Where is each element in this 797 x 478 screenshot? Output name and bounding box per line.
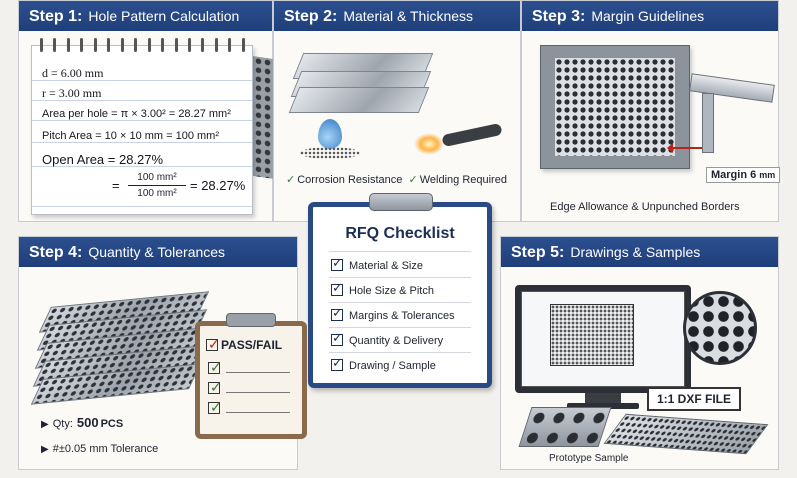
step1-header: Step 1:Hole Pattern Calculation: [19, 1, 272, 31]
magnified-holes-icon: [683, 291, 757, 365]
monitor-stand-icon: [585, 393, 621, 405]
open-area-line: Open Area = 28.27%: [42, 152, 164, 167]
welding-torch-icon: [441, 122, 503, 148]
step2-header: Step 2:Material & Thickness: [274, 1, 520, 31]
fraction-numerator: 100 mm²: [137, 172, 177, 183]
checklist-row: ✓: [208, 359, 290, 376]
fraction-result: = 28.27%: [190, 178, 246, 193]
checkbox-checked-icon: [331, 355, 343, 371]
sample-block-image: [518, 407, 612, 447]
prototype-label: Prototype Sample: [549, 453, 629, 464]
checkbox-checked-icon: [331, 280, 343, 296]
checkbox-checked-icon: [331, 255, 343, 271]
rfq-item: Material & Size: [331, 255, 423, 272]
water-drop-icon: [318, 119, 342, 149]
rfq-item: Margins & Tolerances: [331, 305, 455, 322]
step3-header: Step 3:Margin Guidelines: [522, 1, 778, 31]
material-properties: ✓Corrosion Resistance ✓Welding Required: [286, 173, 507, 186]
fraction-denominator: 100 mm²: [137, 188, 177, 199]
pass-fail-label: ✓PASS/FAIL: [206, 336, 283, 352]
checkbox-checked-icon: [331, 330, 343, 346]
margin-label: Margin 6 mm: [706, 167, 781, 183]
perforated-panel-image: [540, 45, 690, 169]
pass-fail-clipboard: ✓PASS/FAIL ✓ ✓ ✓: [195, 313, 307, 439]
rfq-item: Drawing / Sample: [331, 355, 436, 372]
monitor-base-icon: [567, 403, 639, 409]
check-icon: ✓: [408, 174, 418, 186]
checklist-row: ✓: [208, 379, 290, 396]
cad-drawing-image: [550, 304, 634, 366]
equals-sign: =: [112, 178, 120, 193]
diameter-line: d = 6.00 mm: [42, 66, 104, 80]
rfq-item: Hole Size & Pitch: [331, 280, 434, 297]
clipboard-clip-icon: [226, 313, 276, 327]
corrosion-label: Corrosion Resistance: [297, 174, 403, 186]
dxf-file-label: 1:1 DXF FILE: [647, 387, 742, 411]
radius-line: r = 3.00 mm: [42, 86, 102, 100]
step2-panel: Step 2:Material & Thickness ✓Corrosion R…: [273, 0, 521, 222]
margin-arrow-icon: [667, 143, 702, 153]
step3-panel: Step 3:Margin Guidelines Margin 6 mm Edg…: [521, 0, 781, 222]
monitor-icon: [515, 285, 691, 393]
prototype-sheet-image: [603, 413, 769, 455]
pitch-area-line: Pitch Area = 10 × 10 mm = 100 mm²: [42, 130, 219, 142]
rfq-title: RFQ Checklist: [345, 225, 455, 242]
step1-panel: Step 1:Hole Pattern Calculation d = 6.00…: [18, 0, 275, 222]
check-icon: ✓: [286, 174, 296, 186]
caliper-jaw-icon: [702, 93, 714, 153]
clipboard-clip-icon: [369, 193, 433, 211]
open-area-fraction: 100 mm² 100 mm²: [128, 172, 186, 199]
checklist-row: ✓: [208, 399, 290, 416]
weld-spark-icon: [414, 133, 444, 155]
rfq-checklist: RFQ Checklist Material & Size Hole Size …: [308, 193, 492, 388]
step4-panel: Step 4:Quantity & Tolerances ✓PASS/FAIL …: [18, 236, 307, 470]
step5-header: Step 5:Drawings & Samples: [501, 237, 778, 267]
checkbox-checked-icon: [331, 305, 343, 321]
margin-caption: Edge Allowance & Unpunched Borders: [550, 201, 740, 213]
rust-particles-icon: [300, 147, 360, 159]
step4-header: Step 4:Quantity & Tolerances: [19, 237, 297, 267]
tolerance-line: ▶#±0.05 mm Tolerance: [41, 443, 159, 455]
metal-plate-image: [288, 87, 430, 113]
area-per-hole-line: Area per hole = π × 3.00² = 28.27 mm²: [42, 108, 231, 120]
rfq-item: Quantity & Delivery: [331, 330, 443, 347]
spiral-binding-icon: [40, 38, 245, 52]
welding-label: Welding Required: [419, 174, 507, 186]
calculation-notebook: d = 6.00 mm r = 3.00 mm Area per hole = …: [31, 38, 253, 215]
step5-panel: Step 5:Drawings & Samples 1:1 DXF FILE P…: [500, 236, 779, 470]
